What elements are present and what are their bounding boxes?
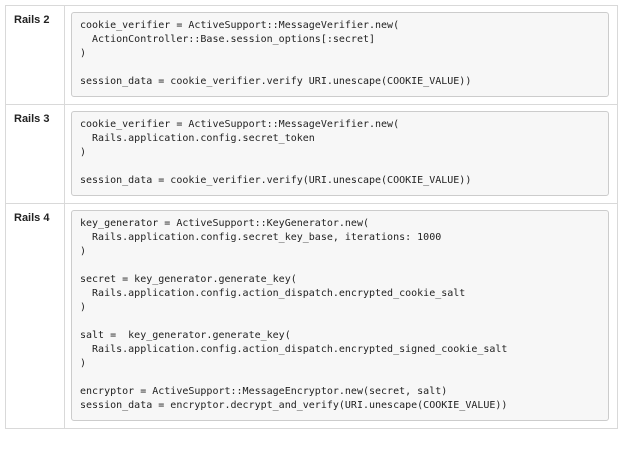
code-line [80,371,599,385]
code-line: cookie_verifier = ActiveSupport::Message… [80,119,400,130]
version-label-cell: Rails 4 [5,203,65,429]
code-line: ) [80,246,87,257]
code-line: session_data = cookie_verifier.verify UR… [80,76,472,87]
code-line: Rails.application.config.secret_key_base… [80,232,442,243]
code-cell: cookie_verifier = ActiveSupport::Message… [64,5,618,105]
code-line: session_data = cookie_verifier.verify(UR… [80,175,472,186]
code-line [80,259,599,273]
code-line: ) [80,358,87,369]
code-line: key_generator = ActiveSupport::KeyGenera… [80,218,369,229]
code-line: Rails.application.config.action_dispatch… [80,344,508,355]
code-cell: key_generator = ActiveSupport::KeyGenera… [64,203,618,429]
table-row-rails-3: Rails 3 cookie_verifier = ActiveSupport:… [5,104,618,204]
code-block: cookie_verifier = ActiveSupport::Message… [71,111,609,196]
version-label: Rails 3 [14,113,50,125]
code-line: ) [80,48,87,59]
version-label: Rails 4 [14,212,50,224]
code-line: ) [80,147,87,158]
code-cell: cookie_verifier = ActiveSupport::Message… [64,104,618,204]
rails-versions-table: Rails 2 cookie_verifier = ActiveSupport:… [5,5,618,429]
code-line: Rails.application.config.action_dispatch… [80,288,466,299]
version-label: Rails 2 [14,14,50,26]
version-label-cell: Rails 2 [5,5,65,105]
code-line: session_data = encryptor.decrypt_and_ver… [80,400,508,411]
table-row-rails-4: Rails 4 key_generator = ActiveSupport::K… [5,203,618,429]
table-row-rails-2: Rails 2 cookie_verifier = ActiveSupport:… [5,5,618,105]
code-line: Rails.application.config.secret_token [80,133,315,144]
code-block: key_generator = ActiveSupport::KeyGenera… [71,210,609,421]
code-line [80,61,599,75]
code-line [80,315,599,329]
code-line: ) [80,302,87,313]
code-line: encryptor = ActiveSupport::MessageEncryp… [80,386,448,397]
code-line: secret = key_generator.generate_key( [80,274,297,285]
code-line: ActionController::Base.session_options[:… [80,34,376,45]
code-line: salt = key_generator.generate_key( [80,330,291,341]
version-label-cell: Rails 3 [5,104,65,204]
code-line [80,160,599,174]
code-block: cookie_verifier = ActiveSupport::Message… [71,12,609,97]
code-line: cookie_verifier = ActiveSupport::Message… [80,20,400,31]
